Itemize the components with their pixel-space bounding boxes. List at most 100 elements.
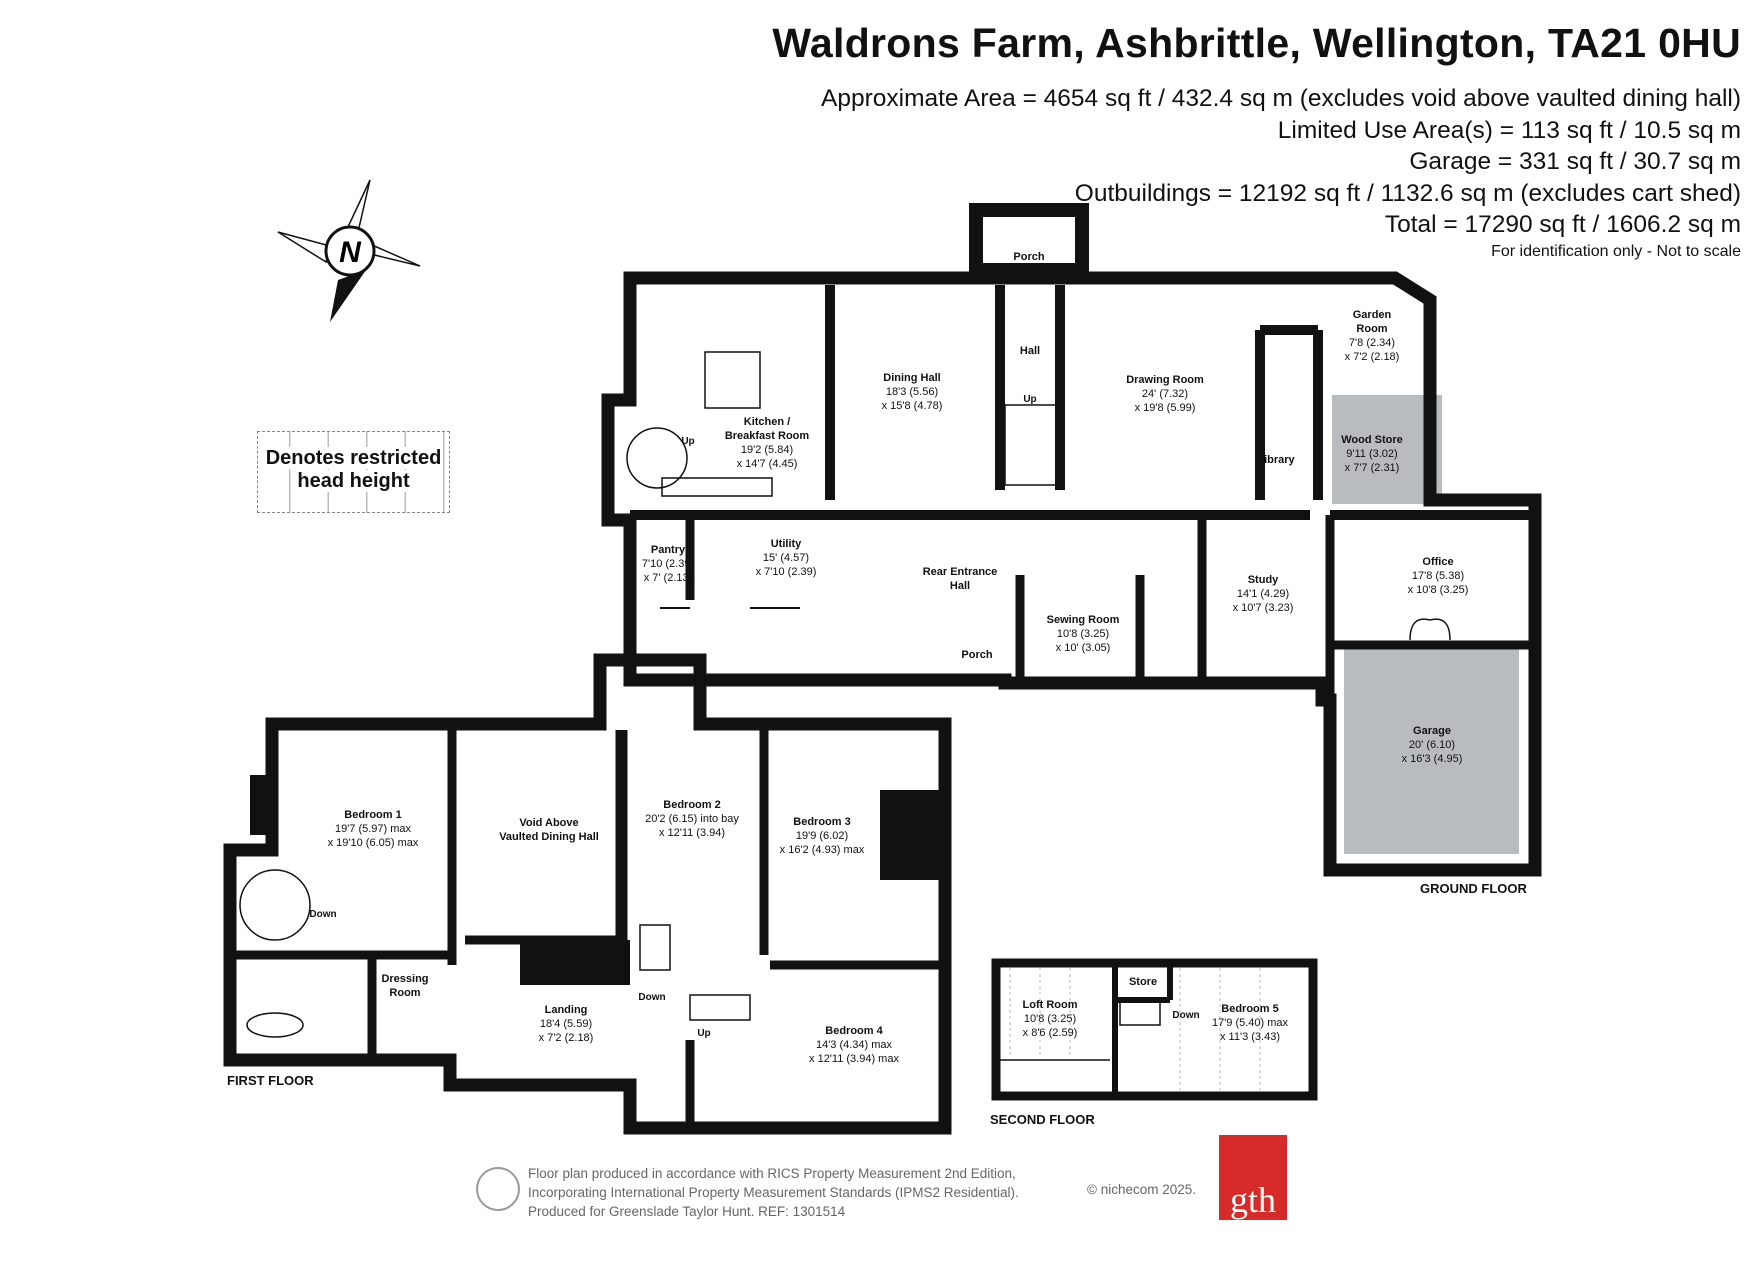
page-title: Waldrons Farm, Ashbrittle, Wellington, T… xyxy=(772,20,1741,66)
room-dim: 20'2 (6.15) into bay xyxy=(645,813,739,825)
compass-rose-icon: N xyxy=(277,179,421,322)
ipms-info-icon xyxy=(476,1167,520,1211)
room-dim: 14'1 (4.29) xyxy=(1237,588,1289,600)
room-dim: x 7'2 (2.18) xyxy=(1345,351,1400,363)
ground-floor-labels: Porch Garden Room 7'8 (2.34) x 7'2 (2.18… xyxy=(642,251,1528,896)
room-label: Office xyxy=(1422,556,1453,568)
first-floor xyxy=(223,653,952,1135)
room-dim: x 12'11 (3.94) max xyxy=(809,1053,899,1065)
room-dim: 19'9 (6.02) xyxy=(796,830,848,842)
room-label: Library xyxy=(1257,454,1295,466)
room-label: Porch xyxy=(961,649,992,661)
room-label: Bedroom 4 xyxy=(825,1025,883,1037)
floor-label: SECOND FLOOR xyxy=(990,1112,1095,1127)
room-label: Room xyxy=(389,987,420,999)
room-label: Porch xyxy=(1013,251,1044,263)
footer-line: Incorporating International Property Mea… xyxy=(528,1185,1019,1200)
room-label: Dining Hall xyxy=(883,372,940,384)
footer-notes: Floor plan produced in accordance with R… xyxy=(528,1164,1019,1221)
room-dim: x 10' (3.05) xyxy=(1056,642,1111,654)
stair-up-label: Up xyxy=(1023,394,1036,405)
room-dim: 10'8 (3.25) xyxy=(1057,628,1109,640)
room-dim: 20' (6.10) xyxy=(1409,739,1455,751)
room-label: Garden xyxy=(1353,309,1392,321)
footer-line: Floor plan produced in accordance with R… xyxy=(528,1166,1016,1181)
stair-up-label: Up xyxy=(697,1028,710,1039)
room-label: Hall xyxy=(950,580,970,592)
second-floor-labels: Loft Room 10'8 (3.25) x 8'6 (2.59) Store… xyxy=(990,976,1289,1127)
room-dim: 17'9 (5.40) max xyxy=(1212,1017,1289,1029)
room-dim: 15' (4.57) xyxy=(763,552,809,564)
room-dim: 19'7 (5.97) max xyxy=(335,823,412,835)
room-dim: x 8'6 (2.59) xyxy=(1023,1027,1078,1039)
ground-floor xyxy=(601,203,1542,877)
room-label: Garage xyxy=(1413,725,1451,737)
legend-line: Denotes restricted xyxy=(265,447,442,469)
room-dim: 19'2 (5.84) xyxy=(741,444,793,456)
room-dim: x 14'7 (4.45) xyxy=(737,458,798,470)
room-label: Sewing Room xyxy=(1047,614,1120,626)
room-label: Bedroom 3 xyxy=(793,816,850,828)
floor-label: GROUND FLOOR xyxy=(1420,881,1527,896)
room-dim: x 16'2 (4.93) max xyxy=(780,844,865,856)
room-dim: x 19'10 (6.05) max xyxy=(328,837,419,849)
room-dim: x 7' (2.13) xyxy=(644,572,693,584)
legend-line: head height xyxy=(297,470,410,492)
room-dim: 7'8 (2.34) xyxy=(1349,337,1395,349)
room-dim: x 15'8 (4.78) xyxy=(882,400,943,412)
area-line: Garage = 331 sq ft / 30.7 sq m xyxy=(1409,148,1741,175)
room-dim: 17'8 (5.38) xyxy=(1412,570,1464,582)
room-label: Breakfast Room xyxy=(725,430,810,442)
stair-down-label: Down xyxy=(309,909,336,920)
area-summary: Approximate Area = 4654 sq ft / 432.4 sq… xyxy=(821,83,1741,241)
room-dim: 7'10 (2.39) xyxy=(642,558,694,570)
room-dim: x 12'11 (3.94) xyxy=(659,827,725,839)
room-dim: 14'3 (4.34) max xyxy=(816,1039,893,1051)
room-label: Pantry xyxy=(651,544,686,556)
footer-line: Produced for Greenslade Taylor Hunt. REF… xyxy=(528,1204,846,1219)
room-label: Store xyxy=(1129,976,1157,988)
room-dim: 9'11 (3.02) xyxy=(1346,448,1397,460)
area-line: Outbuildings = 12192 sq ft / 1132.6 sq m… xyxy=(1074,179,1741,207)
stair-down-label: Down xyxy=(1172,1010,1199,1021)
gth-logo: gth xyxy=(1219,1135,1287,1220)
restricted-height-legend: Denotes restricted head height xyxy=(257,431,450,513)
room-dim: x 7'10 (2.39) xyxy=(756,566,817,578)
room-label: Utility xyxy=(771,538,802,550)
room-label: Loft Room xyxy=(1023,999,1078,1011)
stair-up-label: Up xyxy=(681,436,694,447)
room-label: Wood Store xyxy=(1341,434,1403,446)
area-line: Limited Use Area(s) = 113 sq ft / 10.5 s… xyxy=(1277,116,1741,144)
second-floor xyxy=(991,958,1318,1101)
room-label: Dressing xyxy=(381,973,428,985)
copyright: © nichecom 2025. xyxy=(1087,1182,1197,1197)
room-dim: 24' (7.32) xyxy=(1142,388,1188,400)
floor-label: FIRST FLOOR xyxy=(227,1073,314,1088)
stair-down-label: Down xyxy=(638,992,665,1003)
room-dim: x 10'8 (3.25) xyxy=(1408,584,1469,596)
room-dim: x 11'3 (3.43) xyxy=(1220,1031,1280,1043)
room-label: Void Above xyxy=(519,817,578,829)
room-dim: x 19'8 (5.99) xyxy=(1135,402,1196,414)
area-line: Approximate Area = 4654 sq ft / 432.4 sq… xyxy=(821,85,1741,112)
room-dim: x 10'7 (3.23) xyxy=(1233,602,1294,614)
room-label: Drawing Room xyxy=(1126,374,1204,386)
room-label: Landing xyxy=(545,1004,588,1016)
disclaimer: For identification only - Not to scale xyxy=(1491,243,1741,260)
room-label: Study xyxy=(1248,574,1279,586)
room-dim: x 16'3 (4.95) xyxy=(1402,753,1463,765)
room-label: Bedroom 1 xyxy=(344,809,401,821)
area-line: Total = 17290 sq ft / 1606.2 sq m xyxy=(1384,211,1741,238)
room-dim: x 7'7 (2.31) xyxy=(1345,462,1400,474)
room-label: Kitchen / xyxy=(744,416,790,428)
room-dim: 18'3 (5.56) xyxy=(886,386,938,398)
room-label: Room xyxy=(1356,323,1387,335)
room-dim: 10'8 (3.25) xyxy=(1024,1013,1076,1025)
room-label: Hall xyxy=(1020,345,1040,357)
first-floor-labels: Bedroom 1 19'7 (5.97) max x 19'10 (6.05)… xyxy=(227,799,899,1088)
room-label: Bedroom 2 xyxy=(663,799,720,811)
room-label: Bedroom 5 xyxy=(1221,1003,1278,1015)
room-dim: 18'4 (5.59) xyxy=(540,1018,592,1030)
room-label: Vaulted Dining Hall xyxy=(499,831,599,843)
